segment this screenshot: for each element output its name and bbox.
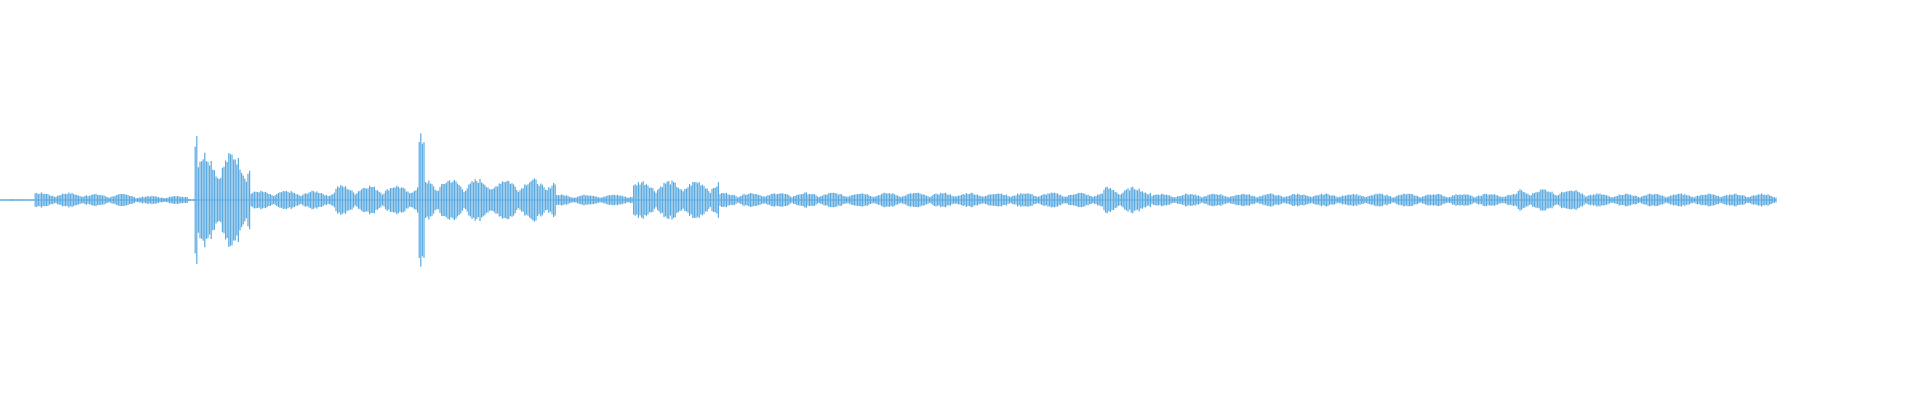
waveform-bars <box>0 133 1777 267</box>
